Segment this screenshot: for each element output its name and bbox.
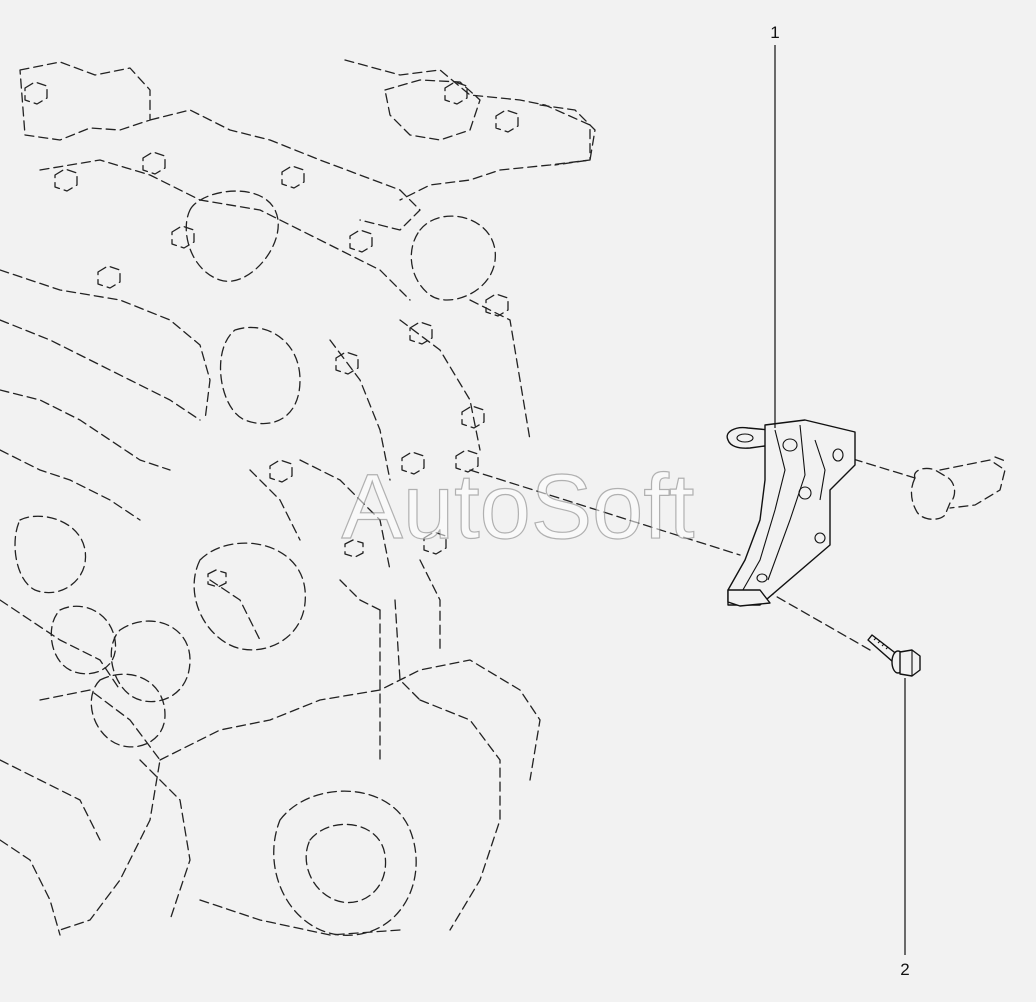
engine-block-outline	[0, 59, 596, 936]
bracket-part-1	[726, 419, 856, 607]
callout-1: 1	[770, 23, 779, 42]
engine-bolts	[24, 81, 519, 588]
assembly-centerlines	[469, 454, 916, 651]
bolt-part-2	[867, 634, 921, 677]
watermark-text: AutoSoft	[342, 456, 695, 558]
callout-2: 2	[900, 960, 909, 979]
clip-outline	[910, 456, 1009, 520]
leader-lines	[774, 45, 906, 955]
